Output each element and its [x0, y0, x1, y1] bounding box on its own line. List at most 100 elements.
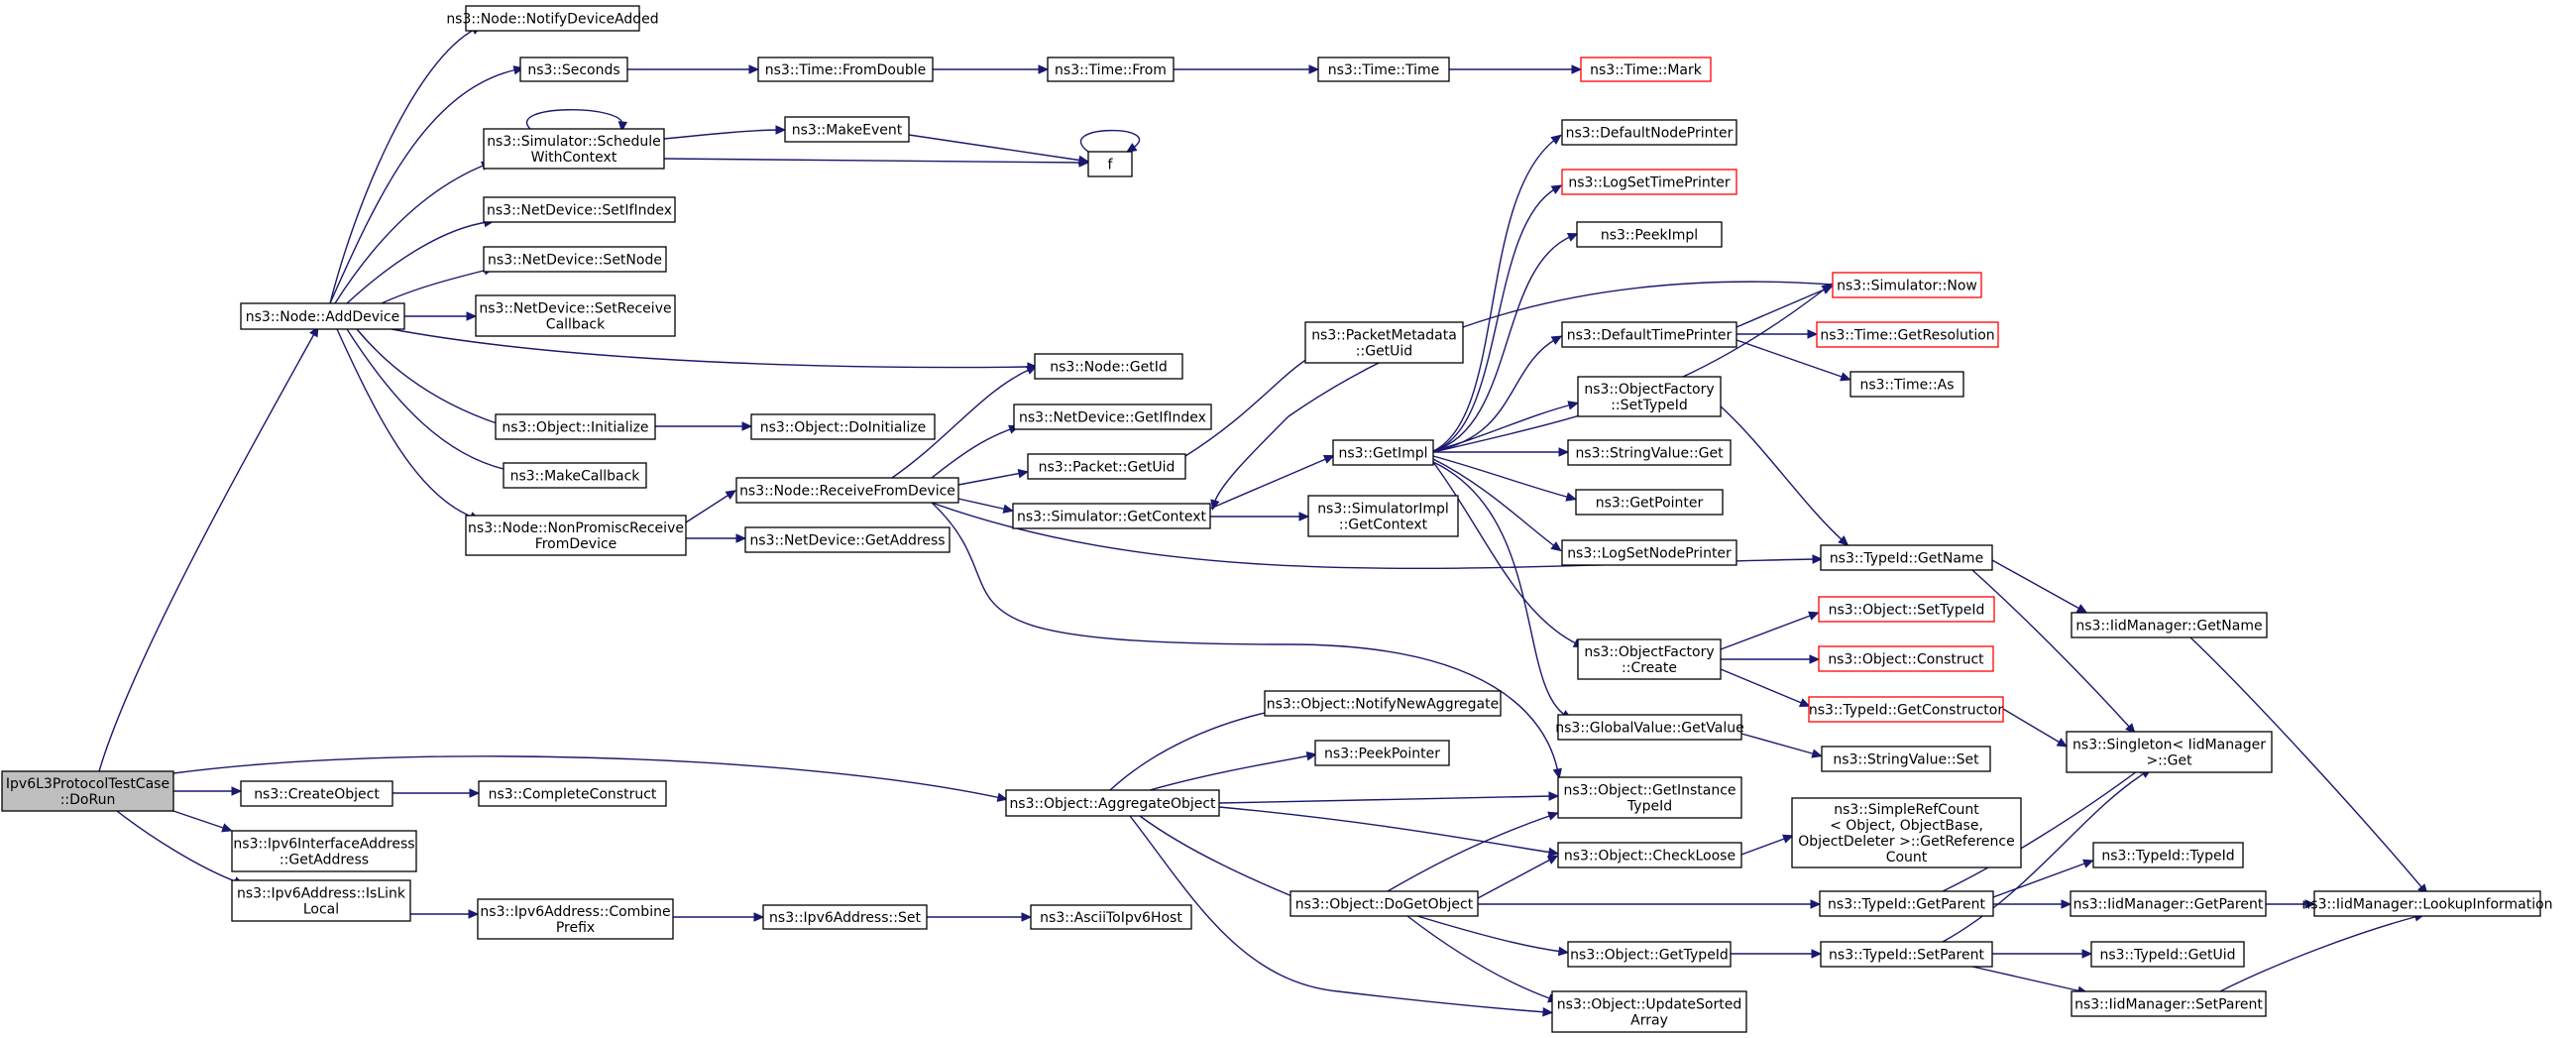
node-box[interactable]: [1087, 151, 1133, 177]
node-box[interactable]: [1576, 221, 1723, 248]
node-box[interactable]: [2071, 612, 2268, 638]
graph-node-notify-dev-added[interactable]: ns3::Node::NotifyDeviceAdded: [446, 5, 659, 32]
graph-node-time-from-double[interactable]: ns3::Time::FromDouble: [757, 57, 934, 82]
node-box[interactable]: [1034, 353, 1183, 380]
node-box[interactable]: [2070, 890, 2267, 917]
node-box[interactable]: [1005, 789, 1220, 817]
graph-node-recv-from-device[interactable]: ns3::Node::ReceiveFromDevice: [735, 477, 959, 504]
node-box[interactable]: [1818, 645, 1994, 672]
node-box[interactable]: [483, 128, 665, 170]
node-box[interactable]: [519, 57, 628, 82]
graph-node-string-value-set[interactable]: ns3::StringValue::Set: [1821, 746, 1991, 772]
graph-node-root[interactable]: Ipv6L3ProtocolTestCase::DoRun: [1, 770, 174, 812]
node-box[interactable]: [1577, 376, 1722, 417]
node-box[interactable]: [1575, 489, 1724, 516]
node-box[interactable]: [1304, 321, 1464, 364]
graph-node-sim-get-context[interactable]: ns3::Simulator::GetContext: [1012, 503, 1211, 529]
node-box[interactable]: [1561, 169, 1737, 195]
node-box[interactable]: [735, 477, 959, 504]
graph-node-obj-construct[interactable]: ns3::Object::Construct: [1818, 645, 1994, 672]
node-box[interactable]: [1, 770, 174, 812]
graph-node-type-id-get-parent[interactable]: ns3::TypeId::GetParent: [1819, 890, 1994, 917]
node-box[interactable]: [1264, 690, 1502, 717]
node-box[interactable]: [483, 246, 667, 273]
graph-node-time-mark[interactable]: ns3::Time::Mark: [1580, 57, 1712, 82]
graph-node-sim-now[interactable]: ns3::Simulator::Now: [1832, 272, 1982, 298]
graph-node-get-impl[interactable]: ns3::GetImpl: [1332, 439, 1434, 466]
node-box[interactable]: [1791, 797, 2022, 868]
node-box[interactable]: [1307, 495, 1459, 537]
graph-node-set-if-index[interactable]: ns3::NetDevice::SetIfIndex: [483, 196, 676, 223]
node-box[interactable]: [495, 413, 656, 440]
node-box[interactable]: [465, 515, 687, 556]
node-box[interactable]: [231, 879, 411, 922]
graph-node-packet-get-uid[interactable]: ns3::Packet::GetUid: [1027, 453, 1186, 480]
graph-node-sim-impl-get-ctx[interactable]: ns3::SimulatorImpl::GetContext: [1307, 495, 1459, 537]
graph-node-obj-set-type-id[interactable]: ns3::Object::SetTypeId: [1818, 596, 1995, 623]
graph-node-net-dev-get-addr[interactable]: ns3::NetDevice::GetAddress: [744, 526, 951, 553]
graph-node-time-time[interactable]: ns3::Time::Time: [1317, 57, 1450, 82]
graph-node-peek-pointer[interactable]: ns3::PeekPointer: [1314, 740, 1450, 766]
node-box[interactable]: [465, 5, 640, 32]
node-box[interactable]: [1820, 941, 1993, 968]
graph-node-iface-get-addr[interactable]: ns3::Ipv6InterfaceAddress::GetAddress: [231, 830, 417, 872]
graph-node-log-set-node-printer[interactable]: ns3::LogSetNodePrinter: [1561, 539, 1737, 566]
node-box[interactable]: [1816, 321, 1999, 348]
node-box[interactable]: [1849, 371, 1964, 398]
graph-node-type-id-get-uid[interactable]: ns3::TypeId::GetUid: [2090, 941, 2245, 968]
graph-node-seconds[interactable]: ns3::Seconds: [519, 57, 628, 82]
graph-node-obj-get-type-id[interactable]: ns3::Object::GetTypeId: [1567, 941, 1732, 968]
graph-node-f[interactable]: f: [1087, 151, 1133, 177]
node-box[interactable]: [1289, 890, 1479, 917]
graph-node-type-id-type-id[interactable]: ns3::TypeId::TypeId: [2092, 842, 2244, 868]
node-box[interactable]: [1821, 746, 1991, 772]
node-box[interactable]: [2066, 731, 2273, 773]
node-box[interactable]: [231, 830, 417, 872]
node-box[interactable]: [478, 780, 667, 807]
graph-node-type-id-get-ctor[interactable]: ns3::TypeId::GetConstructor: [1808, 696, 2004, 723]
graph-node-simple-ref-count[interactable]: ns3::SimpleRefCount< Object, ObjectBase,…: [1791, 797, 2022, 868]
graph-node-create-object[interactable]: ns3::CreateObject: [240, 780, 393, 807]
graph-node-add-device[interactable]: ns3::Node::AddDevice: [240, 302, 405, 330]
graph-node-singleton-get[interactable]: ns3::Singleton< IidManager>::Get: [2066, 731, 2273, 773]
node-box[interactable]: [757, 57, 934, 82]
graph-node-iid-get-parent[interactable]: ns3::IidManager::GetParent: [2070, 890, 2267, 917]
graph-node-make-callback[interactable]: ns3::MakeCallback: [503, 462, 647, 489]
node-box[interactable]: [503, 462, 647, 489]
node-box[interactable]: [1047, 57, 1175, 82]
node-box[interactable]: [1551, 990, 1747, 1033]
node-box[interactable]: [1557, 842, 1742, 868]
node-box[interactable]: [1557, 714, 1742, 741]
graph-node-obj-init[interactable]: ns3::Object::Initialize: [495, 413, 656, 440]
node-box[interactable]: [1818, 596, 1995, 623]
node-box[interactable]: [1557, 776, 1742, 819]
graph-node-ascii-to-ipv6[interactable]: ns3::AsciiToIpv6Host: [1030, 904, 1192, 930]
node-box[interactable]: [477, 898, 674, 940]
graph-node-ipv6-set[interactable]: ns3::Ipv6Address::Set: [762, 904, 928, 930]
graph-node-do-get-object[interactable]: ns3::Object::DoGetObject: [1289, 890, 1479, 917]
node-box[interactable]: [1561, 321, 1737, 348]
node-box[interactable]: [744, 526, 951, 553]
node-box[interactable]: [475, 294, 676, 337]
node-box[interactable]: [240, 302, 405, 330]
graph-node-obj-fact-set-type-id[interactable]: ns3::ObjectFactory::SetTypeId: [1577, 376, 1722, 417]
node-box[interactable]: [784, 116, 910, 143]
node-box[interactable]: [1332, 439, 1434, 466]
node-box[interactable]: [2071, 990, 2267, 1017]
node-box[interactable]: [1561, 119, 1737, 146]
graph-node-iid-get-name[interactable]: ns3::IidManager::GetName: [2071, 612, 2268, 638]
node-box[interactable]: [1561, 539, 1737, 566]
node-box[interactable]: [2092, 842, 2244, 868]
node-box[interactable]: [483, 196, 676, 223]
graph-node-complete-construct[interactable]: ns3::CompleteConstruct: [478, 780, 667, 807]
node-box[interactable]: [1577, 638, 1722, 680]
node-box[interactable]: [1013, 404, 1212, 430]
node-box[interactable]: [1808, 696, 2004, 723]
graph-node-set-node[interactable]: ns3::NetDevice::SetNode: [483, 246, 667, 273]
node-box[interactable]: [240, 780, 393, 807]
node-box[interactable]: [1567, 941, 1732, 968]
